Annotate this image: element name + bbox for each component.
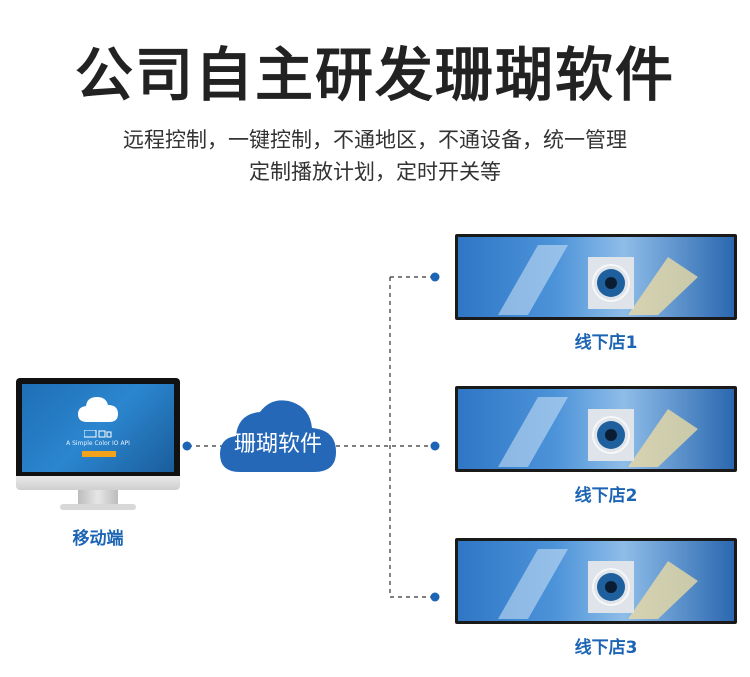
node-dot-store-3 (430, 592, 440, 602)
display-panel-1 (458, 237, 734, 317)
store-display-1 (455, 234, 737, 320)
node-dot-store-1 (430, 272, 440, 282)
page-title: 公司自主研发珊瑚软件 (74, 41, 675, 109)
store-label-3: 线下店3 (574, 638, 638, 658)
eye-scan-graphic (498, 245, 698, 315)
eye-scan-graphic (498, 549, 698, 619)
hub-label: 珊瑚软件 (233, 432, 322, 457)
subtitle-line-1: 远程控制，一键控制，不通地区，不通设备，统一管理 (123, 128, 627, 152)
node-dot-source (182, 441, 192, 451)
devices-icon (84, 430, 112, 438)
store-label-1: 线下店1 (574, 333, 638, 353)
store-display-3 (455, 538, 737, 624)
screen-api-text: A Simple Color IO API (66, 440, 130, 447)
cloud-hub-icon (220, 400, 336, 472)
monitor-chin (16, 476, 180, 490)
monitor-screen: A Simple Color IO API (22, 384, 174, 472)
display-panel-3 (458, 541, 734, 621)
eye-scan-graphic (498, 397, 698, 467)
display-panel-2 (458, 389, 734, 469)
screen-button (82, 451, 116, 457)
store-label-2: 线下店2 (574, 486, 638, 506)
cloud-icon (78, 397, 118, 422)
monitor-bezel: A Simple Color IO API (16, 378, 180, 480)
monitor-device: A Simple Color IO API (16, 378, 180, 516)
store-display-2 (455, 386, 737, 472)
monitor-stand-neck (78, 490, 118, 506)
monitor-stand-foot (60, 504, 136, 510)
subtitle-line-2: 定制播放计划，定时开关等 (249, 160, 501, 184)
node-dot-store-2 (430, 441, 440, 451)
source-label: 移动端 (72, 529, 124, 549)
